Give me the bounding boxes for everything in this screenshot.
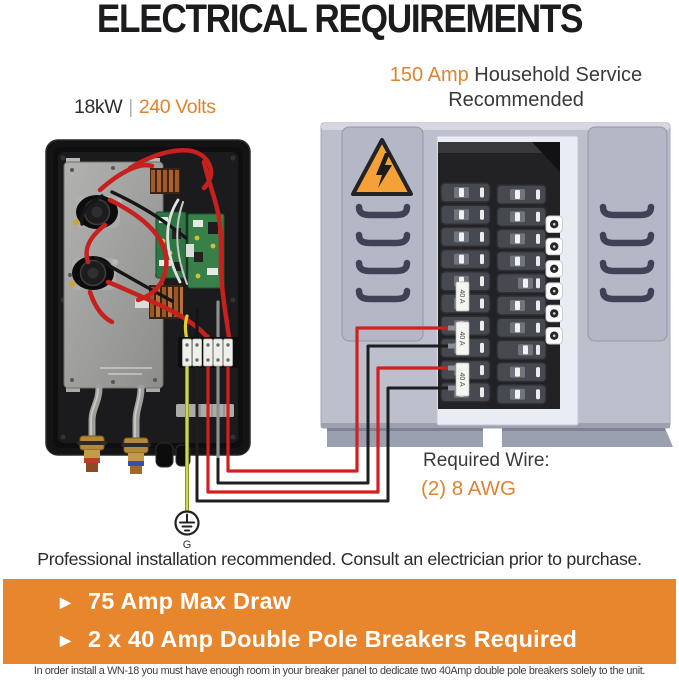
panel-right-wing [587,126,668,342]
internal-white-wires [166,198,188,285]
breaker [440,226,491,248]
breaker [440,248,491,270]
ground-label: G [183,539,192,551]
water-valve-hot [77,435,107,472]
wire-red-2 [206,366,454,494]
right-triangle-bullet-icon: ▶ [60,594,71,610]
breaker [440,204,491,225]
wire-connector-tips [448,325,456,391]
breaker [496,295,547,316]
earth-ground-symbol-icon: G [174,510,200,551]
warning-triangle-lightning-icon [351,138,413,196]
requirements-banner: ▶ 75 Amp Max Draw ▶ 2 x 40 Amp Double Pole… [3,579,676,664]
wire-black-1 [216,344,454,485]
pcb-power-board [186,213,225,289]
water-pipes [88,384,145,444]
required-wire-value: (2) 8 AWG [421,477,516,500]
breaker-amp-labels: 40 A 40 A 40 A [455,281,470,397]
supply-wires [185,325,456,511]
internal-red-wires [84,148,232,341]
breaker [440,182,491,203]
plate-stamp-text [100,367,152,375]
banner-item-label: 2 x 40 Amp Double Pole Breakers Required [87,626,578,652]
banner-item-breakers: ▶ 2 x 40 Amp Double Pole Breakers Require… [60,626,577,653]
screw [545,327,563,345]
breaker [496,361,547,383]
internal-black-wires [79,190,188,303]
breaker-label-1: 40 A [458,289,465,303]
cable-glands [155,442,191,468]
plate-sticker [135,299,150,308]
right-triangle-bullet-icon: ▶ [60,632,71,648]
screw [545,237,563,256]
heating-element-fins-top [150,168,180,194]
heater-power: 18kW [74,96,123,118]
screw [545,304,563,323]
cold-blue-ring [128,461,144,466]
professional-note: Professional installation recommended. C… [37,549,642,569]
breaker-panel: 40 A 40 A 40 A [320,122,673,447]
footnote: In order install a WN-18 you must have e… [33,665,646,677]
breaker-column-right [496,184,547,405]
service-text-line2: Recommended [448,88,584,111]
divider: | [128,96,133,118]
breaker [496,250,547,272]
hot-red-ring [84,458,100,463]
wire-red-1 [226,326,454,473]
screw [545,215,563,233]
required-wire-label: Required Wire: [423,450,550,471]
heater-spec-label: 18kW|240 Volts [74,96,216,119]
breaker [496,228,547,250]
breaker [496,206,547,227]
heater-voltage: 240 Volts [138,96,216,118]
lower-terminal-strip [176,404,234,417]
banner-item-label: 75 Amp Max Draw [87,588,292,614]
breaker [496,384,547,405]
thermostat-2 [68,256,118,290]
wire-black-2 [195,366,454,503]
breaker-label-3: 40 A [458,372,465,386]
thermostat-1 [72,195,122,229]
water-valve-cold [121,437,151,474]
service-text: Household Service [468,64,643,86]
screw [545,282,563,300]
page-title: ELECTRICAL REQUIREMENTS [96,0,584,41]
terminal-block [178,337,240,368]
banner-item-max-draw: ▶ 75 Amp Max Draw [60,588,291,615]
breaker-toggle-on [509,277,533,356]
service-amps: 150 Amp [389,64,469,86]
breaker-label-2: 40 A [458,331,465,345]
panel-foot-right [502,428,673,447]
breaker [496,317,547,338]
breaker [496,184,547,205]
panel-foot-left [327,428,483,447]
screw [545,260,563,278]
